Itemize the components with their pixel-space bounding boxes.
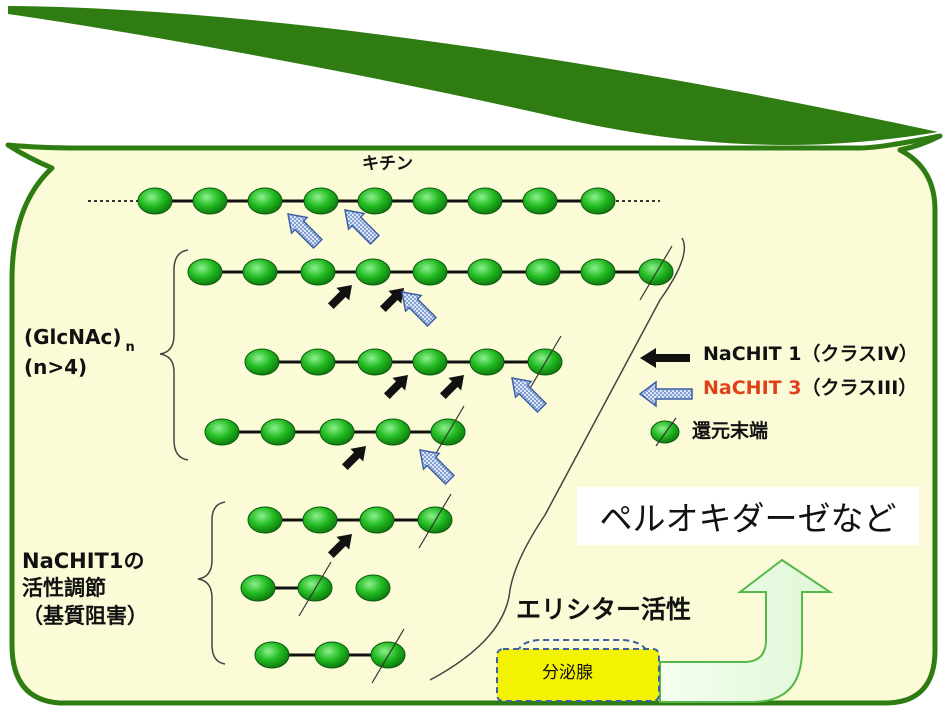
glcnac-bead <box>580 258 616 286</box>
elicitor-label: エリシター活性 <box>516 595 692 624</box>
glcnac-bead <box>254 641 290 669</box>
regulation-label: NaCHIT1の 活性調節 （基質阻害） <box>22 549 148 628</box>
nachit1-arrow <box>383 375 408 400</box>
slanted-brace <box>429 237 686 681</box>
glcnac-bead <box>412 258 448 286</box>
oligomer-condition: (n>4) <box>24 355 88 379</box>
glcnac-bead <box>357 187 393 215</box>
nachit3-arrow <box>344 209 381 246</box>
legend-nachit3-label: NaCHIT 3（クラスIII） <box>703 377 918 400</box>
nachit3-arrow <box>401 291 438 328</box>
legend-nachit1-arrow <box>640 348 690 368</box>
chitin-title: キチン <box>362 154 413 174</box>
reducing-end-slash <box>639 245 673 301</box>
result-box: ペルオキダーゼなど <box>577 487 919 545</box>
glcnac-bead <box>375 418 411 446</box>
reducing-end-slash <box>418 493 452 549</box>
glcnac-bead <box>240 574 276 602</box>
glcnac-bead <box>525 258 561 286</box>
glcnac-bead <box>204 418 240 446</box>
leaf-blade <box>8 6 938 145</box>
glcnac-bead <box>412 187 448 215</box>
chain-2 <box>244 335 563 391</box>
glcnac-bead <box>247 187 283 215</box>
glcnac-bead <box>412 348 448 376</box>
glcnac-bead <box>355 258 391 286</box>
reducing-end-slash <box>528 335 562 391</box>
reducing-end-slash <box>371 628 405 684</box>
glcnac-bead <box>244 348 280 376</box>
glcnac-bead <box>260 418 296 446</box>
glcnac-bead <box>192 187 228 215</box>
chain-0 <box>137 187 616 215</box>
glcnac-bead <box>467 187 503 215</box>
glcnac-bead <box>319 418 355 446</box>
nachit3-arrow <box>511 377 548 414</box>
nachit1-arrow <box>379 288 404 313</box>
glcnac-bead <box>302 506 338 534</box>
nachit3-arrow <box>287 213 324 250</box>
nachit3-arrow <box>419 449 456 486</box>
legend-nachit3-class: （クラスIII） <box>801 377 918 399</box>
regulation-brace <box>197 501 226 665</box>
glcnac-bead <box>247 506 283 534</box>
oligomer-brace <box>159 249 189 461</box>
chain-3 <box>204 405 466 461</box>
glcnac-bead <box>467 258 503 286</box>
reducing-end-slash <box>431 405 465 461</box>
legend-nachit3-arrow <box>638 380 693 408</box>
glcnac-bead <box>355 574 391 602</box>
glcnac-bead <box>580 187 616 215</box>
nachit1-arrow <box>327 534 352 559</box>
oligomer-label-text: (GlcNAc) <box>24 325 122 349</box>
oligomer-subscript: n <box>125 340 135 355</box>
glcnac-bead <box>359 506 395 534</box>
reducing-end-slash <box>298 561 332 617</box>
legend-reducing-slash <box>655 417 677 447</box>
gland-label: 分泌腺 <box>542 663 593 683</box>
glcnac-bead <box>357 348 393 376</box>
glcnac-bead <box>300 258 336 286</box>
elicitor-up-arrow <box>659 558 834 703</box>
cleavage-arrows <box>287 209 548 559</box>
chain-1 <box>187 245 674 301</box>
glcnac-bead <box>242 258 278 286</box>
legend-nachit3-name: NaCHIT 3 <box>703 377 802 399</box>
oligomer-chains <box>137 187 674 684</box>
glcnac-bead <box>303 187 339 215</box>
glcnac-bead <box>187 258 223 286</box>
nachit1-arrow <box>439 375 464 400</box>
glcnac-bead <box>137 187 173 215</box>
legend-bead <box>650 420 680 444</box>
nachit1-arrow <box>341 446 366 471</box>
chain-5 <box>240 561 391 617</box>
chain-6 <box>254 628 406 684</box>
legend-nachit1-label: NaCHIT 1（クラスIV） <box>703 343 918 365</box>
glcnac-bead <box>314 641 350 669</box>
nachit1-arrow <box>327 285 352 310</box>
legend-reducing-label: 還元末端 <box>692 420 769 442</box>
chain-4 <box>247 493 453 549</box>
gland-box <box>496 648 660 702</box>
glcnac-bead <box>300 348 336 376</box>
glcnac-bead <box>469 348 505 376</box>
oligomer-label: (GlcNAc)n <box>24 325 135 355</box>
glcnac-bead <box>522 187 558 215</box>
leaf-cell-outline <box>5 133 943 706</box>
